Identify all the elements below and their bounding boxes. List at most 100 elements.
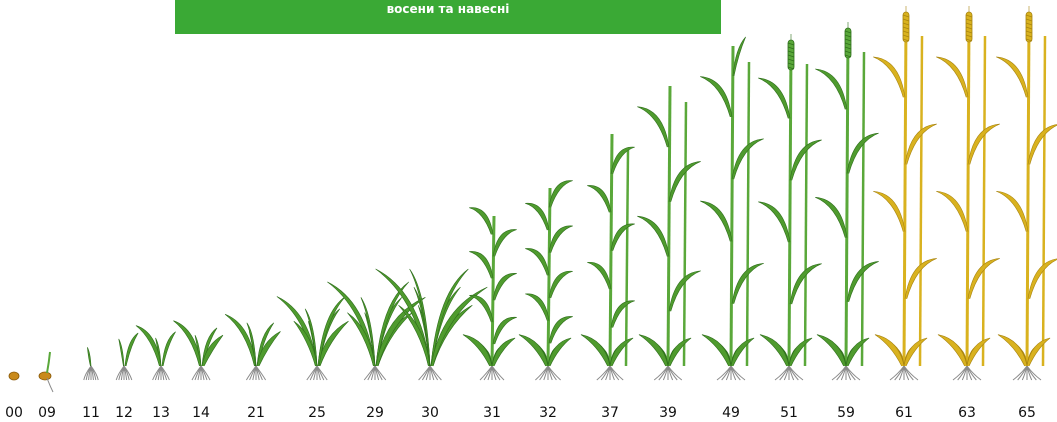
leaf bbox=[874, 334, 905, 367]
leaf bbox=[732, 36, 746, 77]
leaf bbox=[637, 106, 670, 148]
stage-label-12: 12 bbox=[115, 405, 133, 421]
stage-label-61: 61 bbox=[895, 405, 913, 421]
leaf bbox=[525, 202, 550, 231]
root bbox=[788, 365, 804, 381]
plant-stage-49 bbox=[700, 36, 764, 381]
leaf bbox=[1027, 258, 1057, 299]
root bbox=[903, 365, 919, 381]
leaf bbox=[256, 331, 281, 367]
root bbox=[46, 377, 54, 393]
stem bbox=[745, 61, 751, 367]
leaf bbox=[409, 268, 431, 367]
leaf bbox=[548, 180, 573, 208]
leaf bbox=[610, 300, 635, 328]
leaf bbox=[638, 334, 669, 367]
root bbox=[721, 365, 732, 381]
leaf bbox=[788, 337, 813, 367]
leaf bbox=[731, 263, 764, 304]
stage-label-51: 51 bbox=[780, 405, 798, 421]
ear bbox=[1025, 6, 1033, 43]
plant-stage-37 bbox=[580, 133, 635, 381]
plant-stage-25 bbox=[276, 296, 349, 381]
leaf bbox=[667, 337, 692, 367]
stem bbox=[918, 35, 924, 367]
root bbox=[160, 365, 170, 381]
leaf bbox=[730, 337, 755, 367]
root bbox=[667, 365, 683, 381]
stem bbox=[860, 51, 866, 367]
leaf bbox=[789, 139, 822, 181]
leaf bbox=[789, 263, 822, 305]
root bbox=[255, 365, 267, 381]
leaf bbox=[430, 268, 469, 367]
leaf bbox=[398, 304, 431, 367]
plant-stage-39 bbox=[637, 85, 701, 381]
plant-stage-00 bbox=[8, 371, 20, 381]
stage-label-00: 00 bbox=[5, 405, 23, 421]
leaf bbox=[525, 248, 550, 276]
leaf bbox=[967, 258, 1000, 299]
leaf bbox=[873, 190, 906, 232]
leaf bbox=[201, 334, 224, 367]
leaf bbox=[700, 76, 733, 118]
stem bbox=[729, 45, 735, 367]
leaf bbox=[360, 297, 376, 367]
root bbox=[1017, 365, 1028, 381]
root bbox=[845, 365, 861, 381]
leaf bbox=[491, 337, 516, 367]
stem bbox=[787, 47, 793, 367]
leaf bbox=[731, 138, 764, 180]
plant-stage-61 bbox=[873, 6, 937, 381]
stage-label-25: 25 bbox=[308, 405, 326, 421]
root bbox=[779, 365, 790, 381]
stage-label-59: 59 bbox=[837, 405, 855, 421]
leaf bbox=[580, 334, 611, 367]
plant-stage-13 bbox=[135, 325, 176, 381]
stem bbox=[624, 149, 630, 367]
stem bbox=[981, 35, 987, 367]
leaf bbox=[904, 123, 937, 165]
root bbox=[658, 365, 669, 381]
leaf bbox=[317, 320, 349, 367]
leaf bbox=[525, 293, 550, 321]
stage-label-37: 37 bbox=[601, 405, 619, 421]
leaf bbox=[845, 337, 870, 367]
leaf bbox=[758, 201, 791, 243]
root bbox=[491, 365, 505, 381]
plant-stage-32 bbox=[518, 180, 573, 381]
plant-stage-14 bbox=[173, 320, 224, 381]
leaf bbox=[492, 316, 517, 345]
leaf bbox=[873, 56, 906, 98]
leaf bbox=[904, 258, 937, 299]
root bbox=[316, 365, 328, 381]
stage-label-31: 31 bbox=[483, 405, 501, 421]
plant-stage-11 bbox=[83, 347, 99, 381]
plant-stage-51 bbox=[758, 34, 822, 381]
plant-stage-21 bbox=[224, 313, 281, 381]
leaf bbox=[161, 331, 176, 367]
leaf bbox=[816, 334, 847, 367]
leaf bbox=[548, 225, 573, 253]
leaf bbox=[518, 334, 549, 367]
root bbox=[966, 365, 982, 381]
leaf bbox=[668, 161, 701, 202]
leaf bbox=[846, 261, 879, 302]
leaf bbox=[469, 295, 494, 323]
root bbox=[609, 365, 624, 381]
stem bbox=[1041, 35, 1047, 367]
leaf bbox=[637, 215, 670, 257]
leaf bbox=[375, 281, 409, 367]
leaf bbox=[1026, 337, 1051, 367]
plant-stage-59 bbox=[815, 22, 879, 381]
leaf bbox=[701, 334, 732, 367]
stage-label-09: 09 bbox=[38, 405, 56, 421]
ear bbox=[844, 22, 852, 59]
leaf bbox=[124, 332, 139, 367]
leaf bbox=[492, 273, 517, 301]
plant-stage-31 bbox=[462, 207, 517, 381]
root bbox=[1026, 365, 1042, 381]
root bbox=[123, 365, 133, 381]
stage-label-65: 65 bbox=[1018, 405, 1036, 421]
root bbox=[374, 365, 387, 381]
